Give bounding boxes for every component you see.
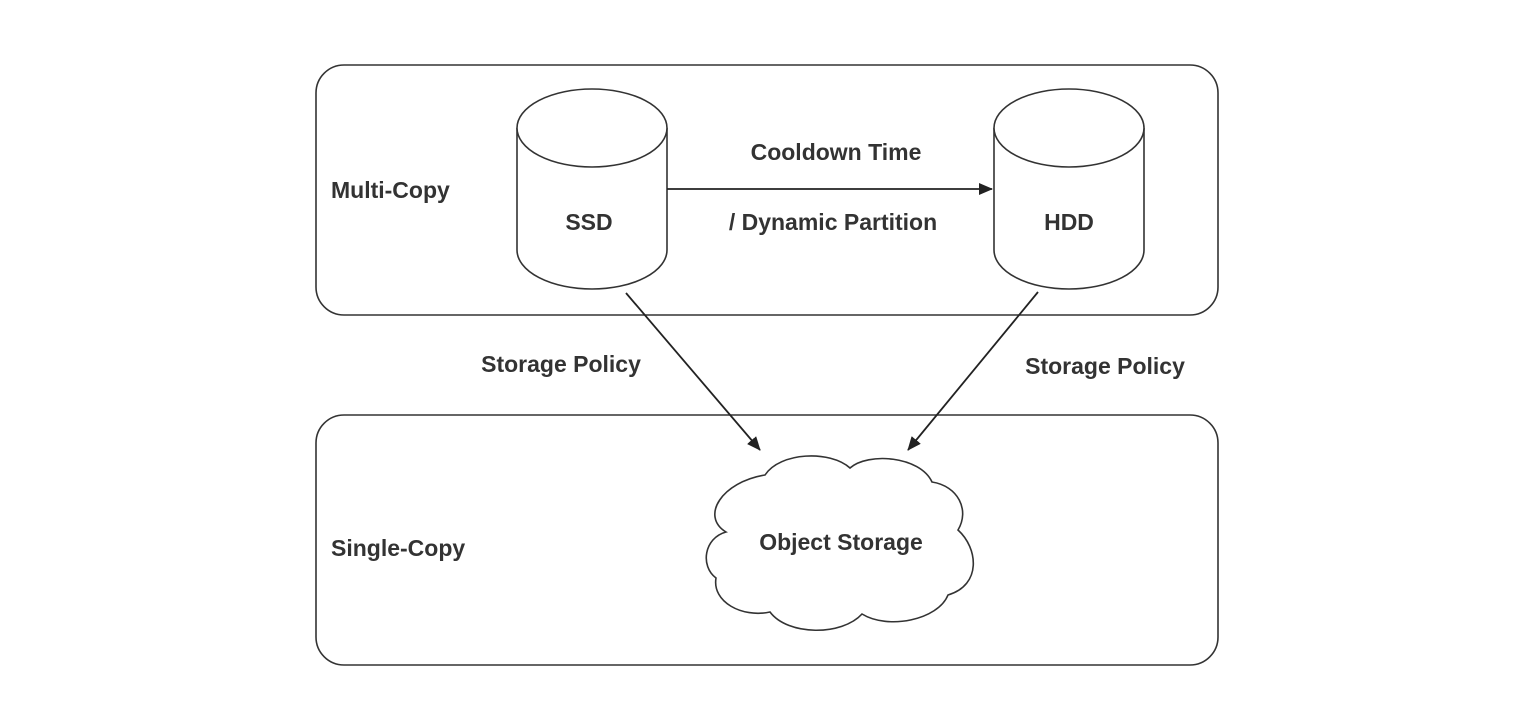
object-storage-label: Object Storage — [759, 529, 923, 555]
ssd-storage-policy-label: Storage Policy — [481, 351, 641, 377]
ssd-to-object-storage-arrow — [625, 292, 761, 451]
object-storage-cloud: Object Storage — [705, 455, 975, 631]
ssd-label: SSD — [565, 209, 612, 235]
hdd-to-object-storage-arrow — [907, 291, 1039, 451]
multi-copy-tier-box — [315, 64, 1219, 316]
hdd-label: HDD — [1044, 209, 1094, 235]
dynamic-partition-label: / Dynamic Partition — [729, 209, 937, 235]
ssd-cylinder: SSD — [516, 88, 668, 290]
single-copy-tier-label: Single-Copy — [331, 535, 465, 561]
cooldown-time-label: Cooldown Time — [751, 139, 922, 165]
hdd-cylinder: HDD — [993, 88, 1145, 290]
multi-copy-tier-label: Multi-Copy — [331, 177, 450, 203]
hdd-storage-policy-label: Storage Policy — [1025, 353, 1185, 379]
single-copy-tier-box — [315, 414, 1219, 666]
